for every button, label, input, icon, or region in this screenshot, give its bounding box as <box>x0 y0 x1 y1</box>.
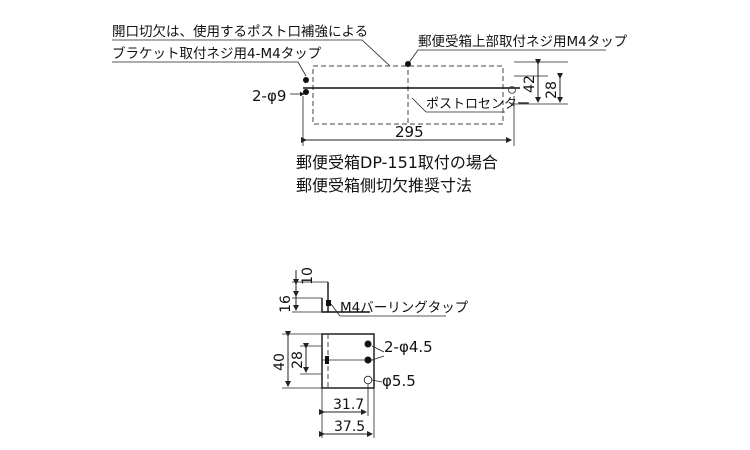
tap-label-leader <box>330 303 341 317</box>
bottom-drawing: 10 16 M4バーリングタップ 2-φ4.5 φ5.5 40 28 <box>272 267 469 438</box>
hole-phi4-5 <box>364 340 372 348</box>
hole-label-phi5-5: φ5.5 <box>382 372 416 390</box>
hole-phi5-5 <box>363 375 373 385</box>
leader-bracket <box>112 61 307 77</box>
leader-opening <box>112 39 391 67</box>
burring-tap-mark <box>326 300 331 306</box>
dim-width-295: 295 <box>395 123 424 141</box>
hole-label-2-phi9: 2-φ9 <box>252 87 286 105</box>
dim-16: 16 <box>278 295 294 313</box>
tap-mark-front <box>325 356 329 364</box>
hole-phi4-5 <box>364 356 372 364</box>
center-label-leader <box>411 97 427 113</box>
note-top-tap-text: 郵便受箱上部取付ネジ用M4タップ <box>418 34 628 50</box>
hole-marker <box>508 86 516 94</box>
dim-42: 42 <box>522 75 538 93</box>
dim-10: 10 <box>300 267 316 285</box>
leader <box>371 345 385 353</box>
dim-40: 40 <box>272 353 288 371</box>
hole-marker <box>303 77 309 83</box>
dim-37-5: 37.5 <box>334 419 365 435</box>
bracket-front-view <box>321 333 375 389</box>
dim-28: 28 <box>544 81 560 99</box>
caption-line-2: 郵便受箱側切欠推奨寸法 <box>296 176 472 195</box>
hole-label-2-phi4-5: 2-φ4.5 <box>384 338 433 356</box>
opening-outline <box>312 65 504 125</box>
center-label: ポストロセンター <box>426 97 530 112</box>
note-bracket-text: ブラケット取付ネジ用4-M4タップ <box>112 45 322 62</box>
dim-28: 28 <box>290 351 306 369</box>
tap-label: M4バーリングタップ <box>340 300 469 316</box>
note-opening-text: 開口切欠は、使用するポスト口補強による <box>112 23 368 40</box>
dim-31-7: 31.7 <box>333 397 364 413</box>
leader <box>371 355 385 361</box>
top-drawing: 開口切欠は、使用するポスト口補強による ブラケット取付ネジ用4-M4タップ 郵便… <box>112 23 628 195</box>
hole-marker <box>405 61 411 67</box>
caption-line-1: 郵便受箱DP-151取付の場合 <box>296 153 498 172</box>
leader <box>371 379 383 383</box>
